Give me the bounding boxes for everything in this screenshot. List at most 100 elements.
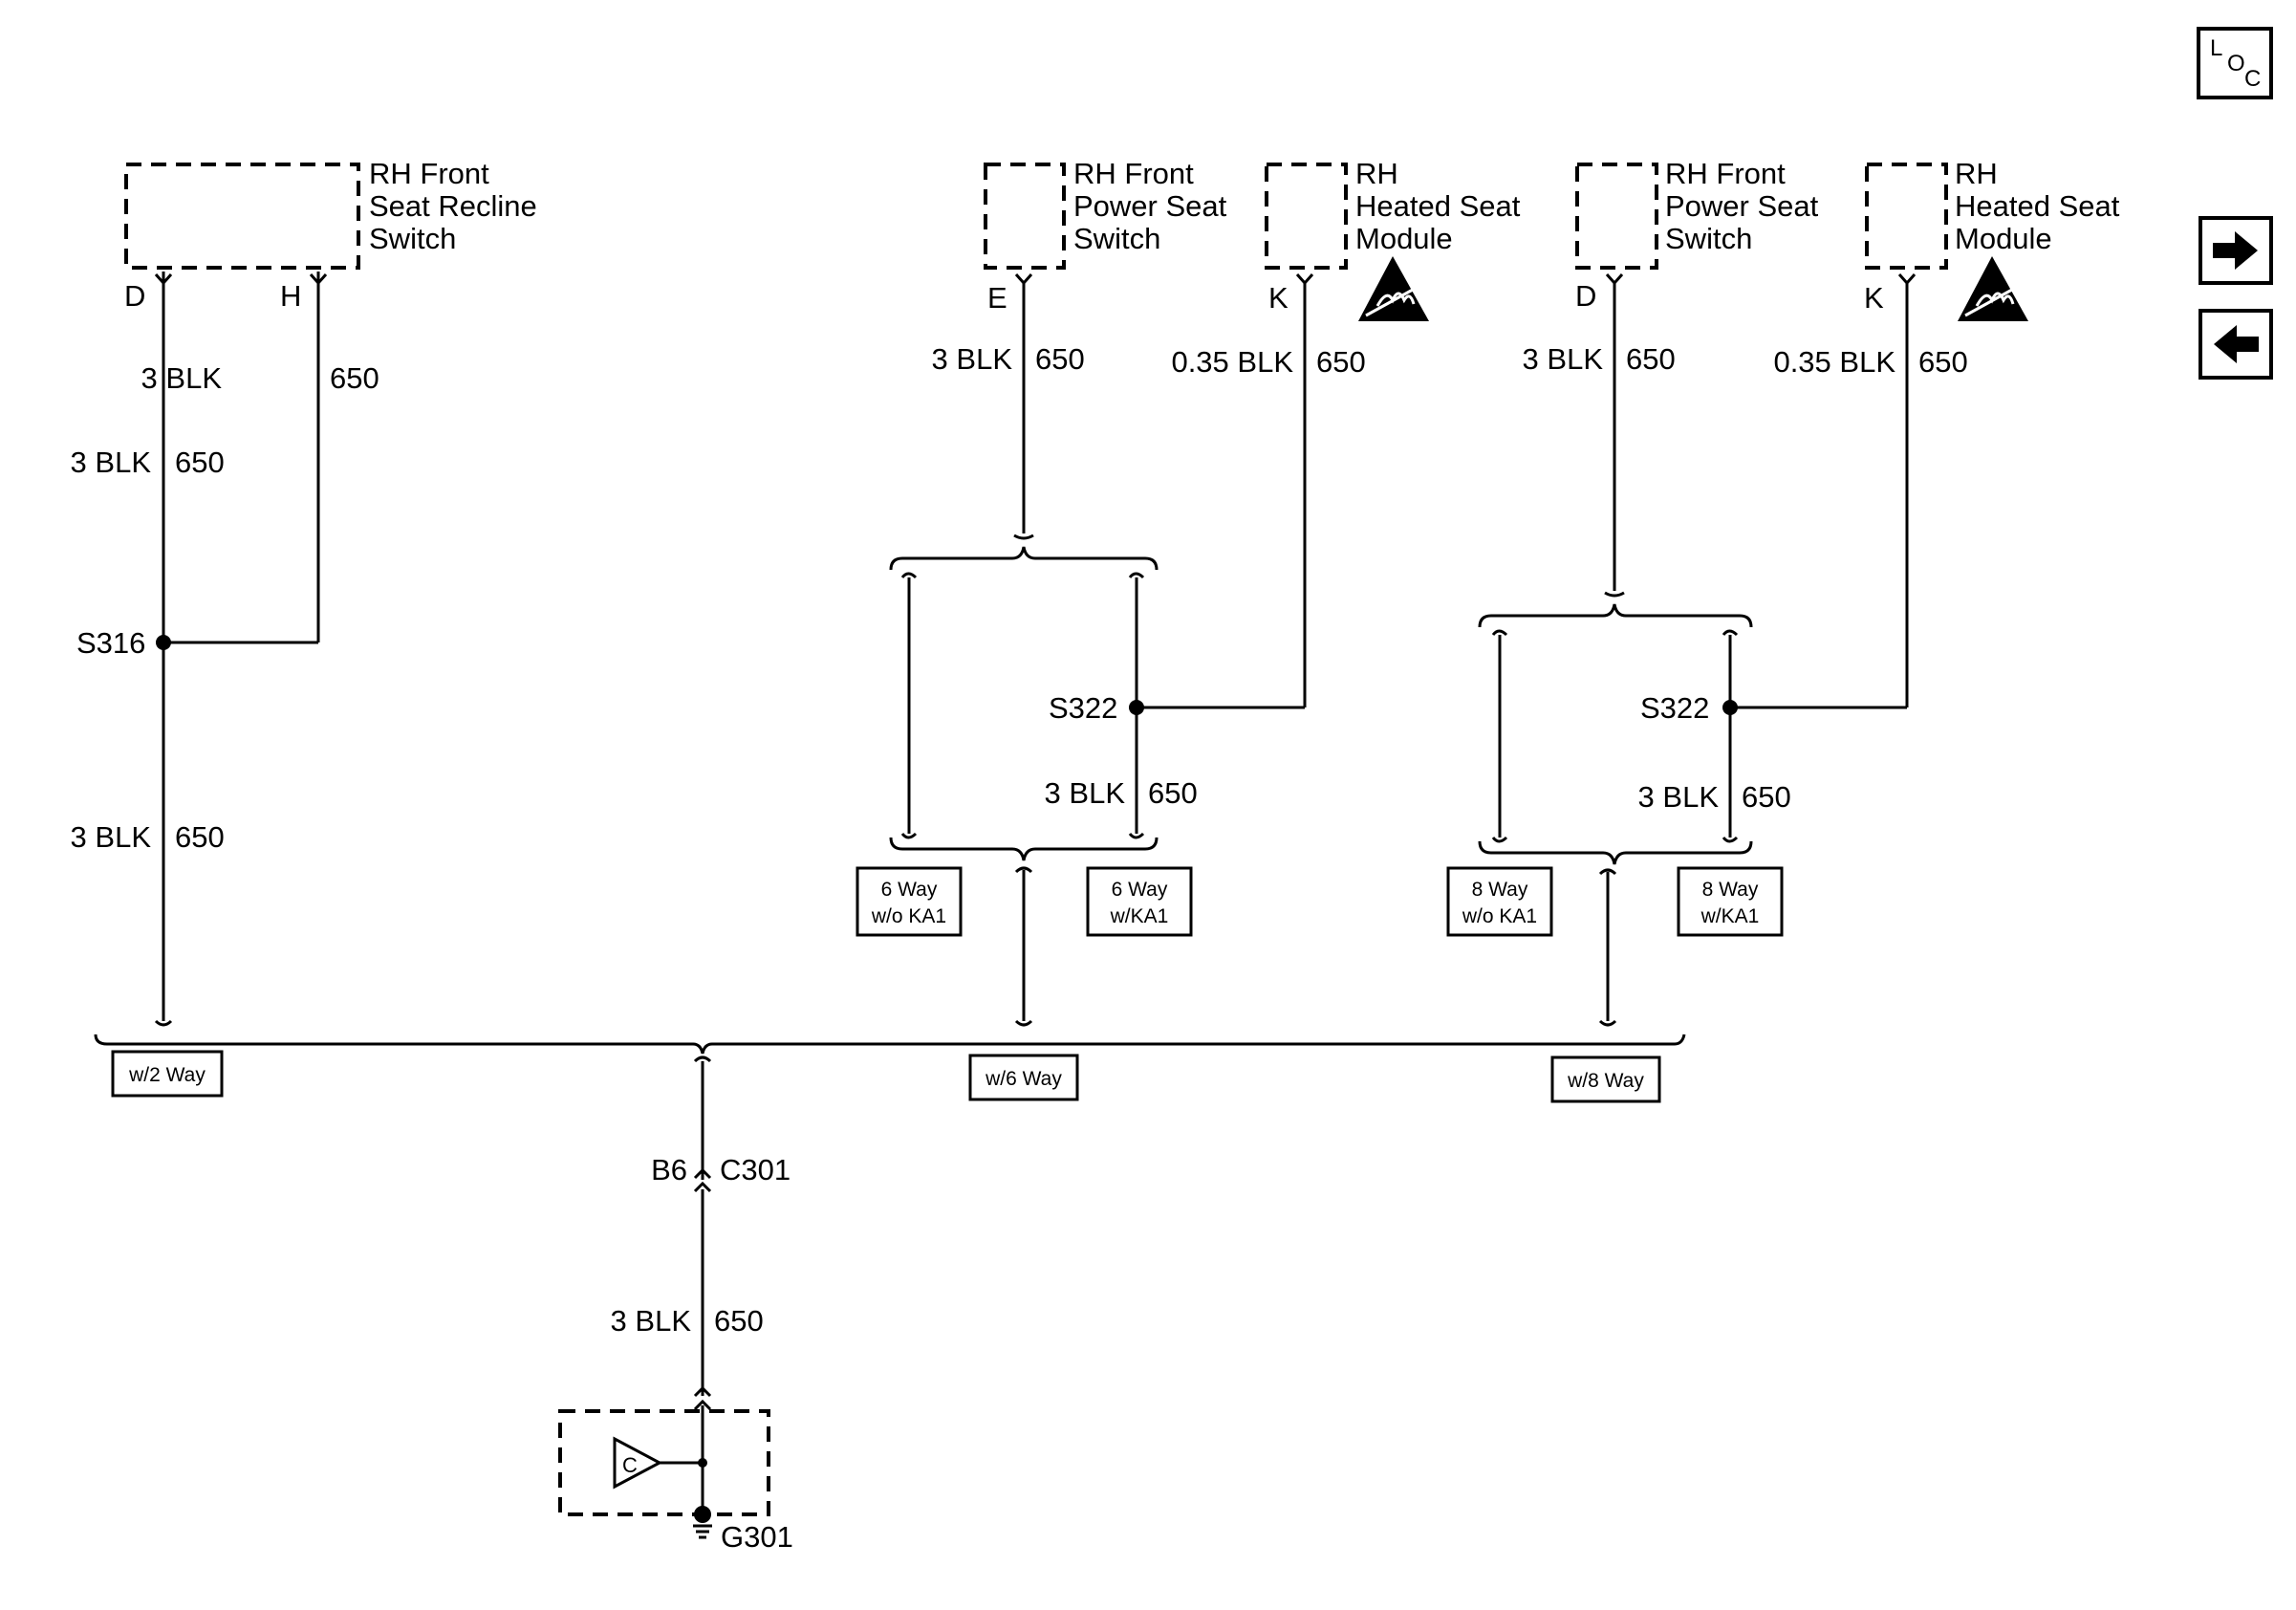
wire-break-mark (1604, 591, 1625, 598)
wire-label-power8: 3 BLK 650 (1523, 342, 1676, 376)
rh-front-power-seat-switch-6way: RH Front Power Seat Switch (984, 157, 1227, 270)
svg-text:Module: Module (1955, 222, 2052, 255)
component-name-line: RH (1955, 157, 1998, 190)
wire-gauge-color: 3 BLK (932, 342, 1013, 376)
splice-s316-dot (156, 635, 171, 650)
harness-bus (94, 1033, 1686, 1055)
pin-label: D (124, 279, 145, 313)
wire-gauge-color: 3 BLK (141, 361, 223, 395)
wire-gauge-color: 3 BLK (71, 446, 152, 479)
wire-label-heated6: 0.35 BLK 650 (1171, 345, 1365, 379)
wire-circuit: 650 (1035, 342, 1085, 376)
component-outline (1865, 163, 1948, 270)
svg-text:Module: Module (1355, 222, 1453, 255)
wire-label-s322-6way-down: 3 BLK 650 (1045, 776, 1198, 810)
ground-icon (693, 1524, 712, 1539)
wire-circuit: 650 (175, 446, 225, 479)
pin-label: K (1268, 281, 1289, 315)
wire-label-s316-down: 3 BLK 650 (71, 820, 225, 854)
wire-break-mark (1014, 866, 1033, 874)
next-page-button[interactable] (2199, 216, 2273, 285)
option-box-line: 6 Way (1112, 879, 1168, 901)
component-name-line: Seat Recline (369, 189, 537, 223)
pin-terminal (154, 272, 173, 286)
location-button[interactable]: L O C (2197, 27, 2273, 99)
pin-terminal (1295, 273, 1314, 286)
option-box-6way-wo-ka1: 6 Way w/o KA1 (856, 866, 963, 937)
wire-gauge-color: 3 BLK (1638, 780, 1720, 814)
wire-gauge-color: 3 BLK (71, 820, 152, 854)
pin-label: H (280, 279, 301, 313)
wire-label-recline-h: 3 BLK 650 (141, 361, 379, 395)
arrow-left-icon (2214, 325, 2259, 363)
component-name-line: RH Front (1073, 157, 1194, 190)
ground-symbol-letter: C (622, 1453, 638, 1477)
wire-label-heated8: 0.35 BLK 650 (1773, 345, 1967, 379)
splice-label-s316: S316 (76, 626, 145, 660)
harness-bracket-6way-bottom (889, 837, 1159, 861)
component-name-line: Heated Seat (1355, 189, 1521, 223)
svg-text:RH Front: RH Front (1073, 157, 1194, 190)
previous-page-button[interactable] (2199, 309, 2273, 380)
connector-cavity: B6 (651, 1153, 687, 1186)
component-name-line: RH Front (1665, 157, 1786, 190)
pin-terminal (309, 272, 328, 286)
pin-label: K (1864, 281, 1884, 315)
option-box-line: w/KA1 (1700, 905, 1760, 927)
option-box-8way-w-ka1: 8 Way w/KA1 (1677, 866, 1784, 937)
harness-bracket-8way-top (1478, 603, 1753, 628)
option-box-line: w/o KA1 (871, 905, 946, 927)
svg-text:RH: RH (1355, 157, 1398, 190)
loc-letter: C (2244, 66, 2261, 92)
splice-s322-8way-dot (1722, 700, 1738, 715)
svg-text:RH Front: RH Front (1665, 157, 1786, 190)
pin-terminal (1605, 273, 1624, 286)
wire-gauge-color: 3 BLK (1523, 342, 1604, 376)
component-name-line: Power Seat (1665, 189, 1819, 223)
svg-text:Heated Seat: Heated Seat (1355, 189, 1521, 223)
rh-front-seat-recline-switch: RH Front Seat Recline Switch (124, 157, 537, 270)
svg-text:Seat Recline: Seat Recline (369, 189, 537, 223)
ground-connector-symbol (693, 1385, 712, 1411)
wire-break-mark (900, 832, 1145, 839)
wire-gauge-color: 3 BLK (611, 1304, 692, 1338)
ground-g301: C G301 (558, 1409, 793, 1554)
wire-circuit: 650 (1316, 345, 1366, 379)
loc-letter: L (2210, 35, 2222, 61)
ground-tap-dot (698, 1458, 707, 1468)
option-box-line: w/KA1 (1110, 905, 1169, 927)
wire-circuit: 650 (714, 1304, 764, 1338)
option-box-line: 8 Way (1702, 879, 1759, 901)
pin-label: E (987, 281, 1007, 315)
arrow-right-icon (2213, 231, 2258, 270)
esd-sensitive-icon (1358, 256, 1429, 321)
wire-break-mark (900, 572, 1145, 579)
option-box-8way-wo-ka1: 8 Way w/o KA1 (1446, 866, 1553, 937)
option-box-line: 6 Way (881, 879, 938, 901)
harness-bracket-6way-top (889, 546, 1159, 571)
component-name-line: Module (1955, 222, 2052, 255)
wire-circuit: 650 (1918, 345, 1968, 379)
component-outline (984, 163, 1066, 270)
splice-label-s322: S322 (1049, 691, 1117, 725)
ground-buffer-icon (613, 1436, 663, 1490)
option-box-line: w/6 Way (985, 1068, 1062, 1090)
wire-group (94, 272, 1917, 1511)
ground-point-dot (694, 1506, 711, 1523)
esd-sensitive-icon (1958, 256, 2028, 321)
connector-name: C301 (720, 1153, 791, 1186)
wire-gauge-color: 3 BLK (1045, 776, 1126, 810)
splice-label-s322: S322 (1640, 691, 1709, 725)
component-name-line: Module (1355, 222, 1453, 255)
option-box-w2-way: w/2 Way (111, 1050, 224, 1098)
wire-label-s322-8way-down: 3 BLK 650 (1638, 780, 1791, 814)
svg-text:Switch: Switch (369, 222, 456, 255)
svg-text:RH Front: RH Front (369, 157, 489, 190)
loc-letter: O (2227, 51, 2245, 76)
wire-circuit: 650 (175, 820, 225, 854)
option-box-line: 8 Way (1472, 879, 1528, 901)
svg-text:Power Seat: Power Seat (1073, 189, 1227, 223)
splice-s322-6way-dot (1129, 700, 1144, 715)
svg-text:RH: RH (1955, 157, 1998, 190)
